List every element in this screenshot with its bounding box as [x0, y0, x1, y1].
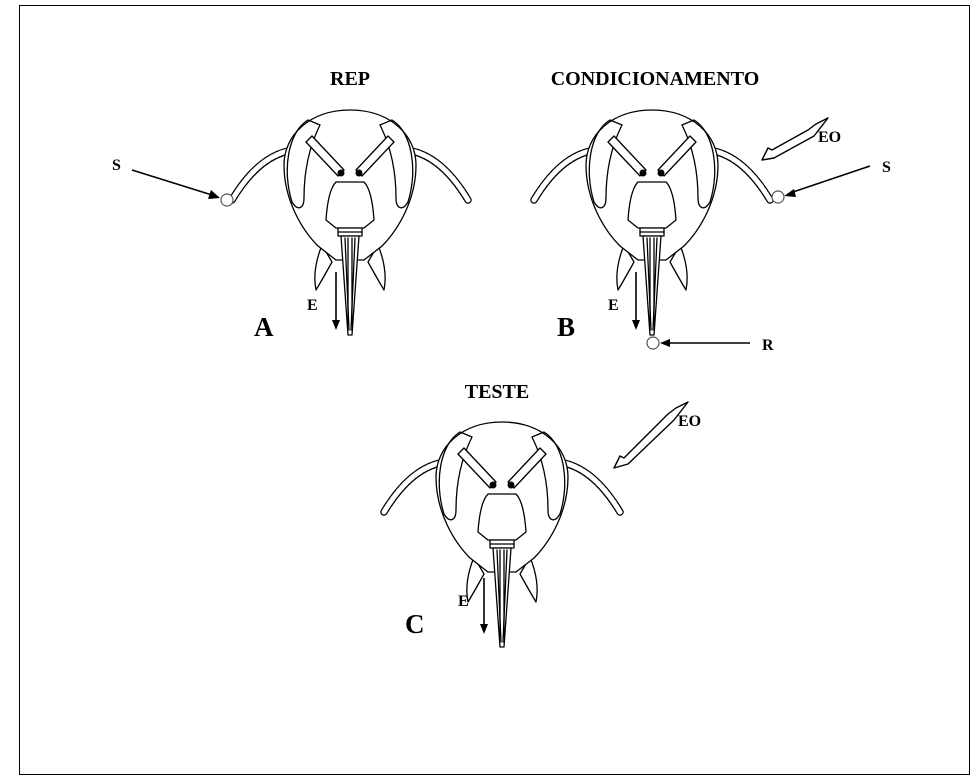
stimulus-arrow-b	[790, 166, 870, 193]
panel-b-letter: B	[557, 312, 575, 342]
panel-c: TESTE EO E C	[384, 381, 701, 647]
odor-arrow-c	[614, 402, 688, 468]
stimulus-point-b	[772, 191, 784, 203]
stimulus-arrow-a	[132, 170, 212, 195]
panel-a-letter: A	[254, 312, 274, 342]
stimulus-point-a	[221, 194, 233, 206]
panel-a-extension-label: E	[307, 297, 318, 314]
panel-b-extension-label: E	[608, 297, 619, 314]
panel-c-odor-label: EO	[678, 413, 701, 430]
bee-head-b	[534, 110, 770, 335]
panel-c-extension-label: E	[458, 593, 469, 610]
panel-b-reward-label: R	[762, 337, 774, 354]
panel-a: REP S E A	[112, 68, 468, 342]
panel-b: CONDICIONAMENTO EO S E R B	[534, 68, 891, 354]
panel-c-letter: C	[405, 609, 425, 639]
panel-b-odor-label: EO	[818, 129, 841, 146]
panel-a-title: REP	[330, 68, 370, 90]
panel-a-stimulus-label: S	[112, 157, 121, 174]
panel-b-title: CONDICIONAMENTO	[551, 68, 760, 90]
bee-head-a	[232, 110, 468, 335]
panel-b-stimulus-label: S	[882, 159, 891, 176]
reward-point-b	[647, 337, 659, 349]
panel-c-title: TESTE	[465, 381, 529, 403]
